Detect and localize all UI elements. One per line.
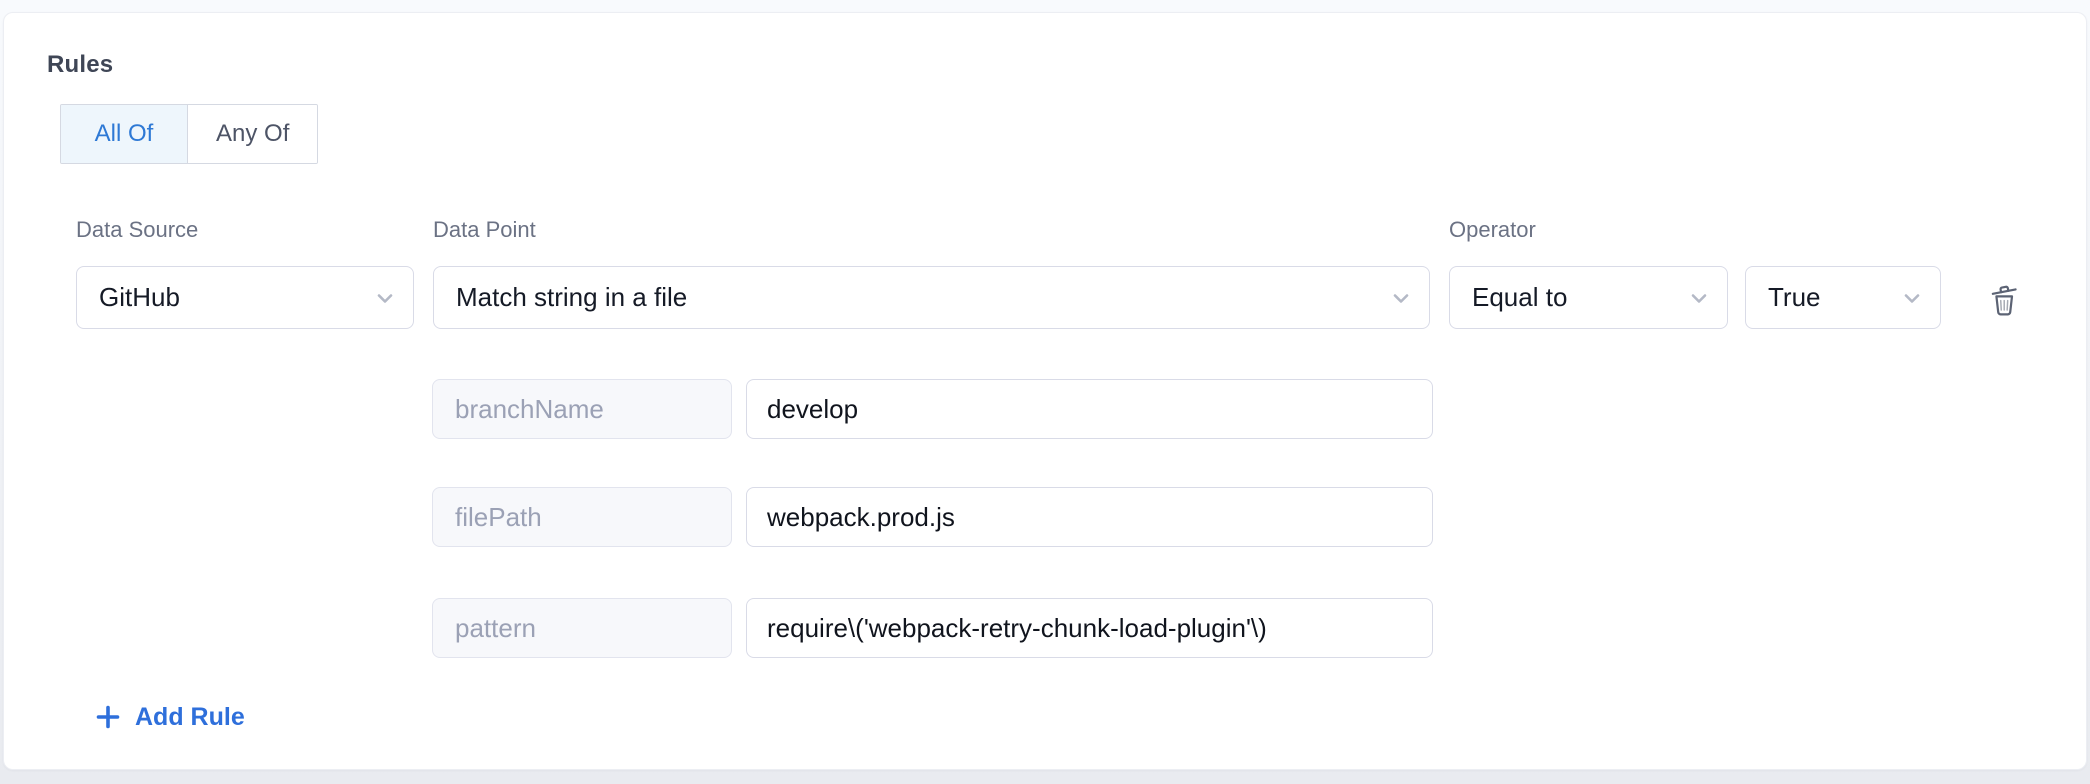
param-key-pattern: pattern bbox=[432, 598, 732, 658]
plus-icon bbox=[96, 705, 120, 729]
chevron-down-icon bbox=[1393, 293, 1409, 303]
trash-icon bbox=[1991, 285, 2017, 316]
data-source-value: GitHub bbox=[99, 282, 180, 312]
param-input-filepath[interactable] bbox=[746, 487, 1433, 547]
data-source-label: Data Source bbox=[76, 217, 199, 242]
data-point-label: Data Point bbox=[433, 217, 536, 242]
delete-rule-button[interactable] bbox=[1982, 277, 2026, 321]
data-point-select[interactable]: Match string in a file bbox=[433, 266, 1430, 329]
operator-value: Equal to bbox=[1472, 282, 1568, 312]
rules-panel: Rules All Of Any Of Data Source Data Poi… bbox=[3, 12, 2087, 770]
param-input-pattern[interactable] bbox=[746, 598, 1433, 658]
panel-title: Rules bbox=[47, 51, 114, 78]
match-mode-segmented-control: All Of Any Of bbox=[60, 104, 319, 164]
chevron-down-icon bbox=[377, 293, 393, 303]
operator-select[interactable]: Equal to bbox=[1449, 266, 1728, 329]
operand-select[interactable]: True bbox=[1745, 266, 1941, 329]
operator-label: Operator bbox=[1449, 217, 1536, 242]
add-rule-button[interactable]: Add Rule bbox=[94, 697, 245, 737]
param-input-branchname[interactable] bbox=[746, 379, 1433, 439]
param-key-filepath: filePath bbox=[432, 487, 732, 547]
data-source-select[interactable]: GitHub bbox=[76, 266, 414, 329]
param-key-branchname: branchName bbox=[432, 379, 732, 439]
chevron-down-icon bbox=[1904, 293, 1920, 303]
data-point-value: Match string in a file bbox=[456, 282, 688, 312]
any-of-button[interactable]: Any Of bbox=[187, 105, 318, 163]
operand-value: True bbox=[1768, 282, 1821, 312]
all-of-button[interactable]: All Of bbox=[61, 105, 187, 163]
chevron-down-icon bbox=[1691, 293, 1707, 303]
add-rule-label: Add Rule bbox=[135, 702, 245, 731]
